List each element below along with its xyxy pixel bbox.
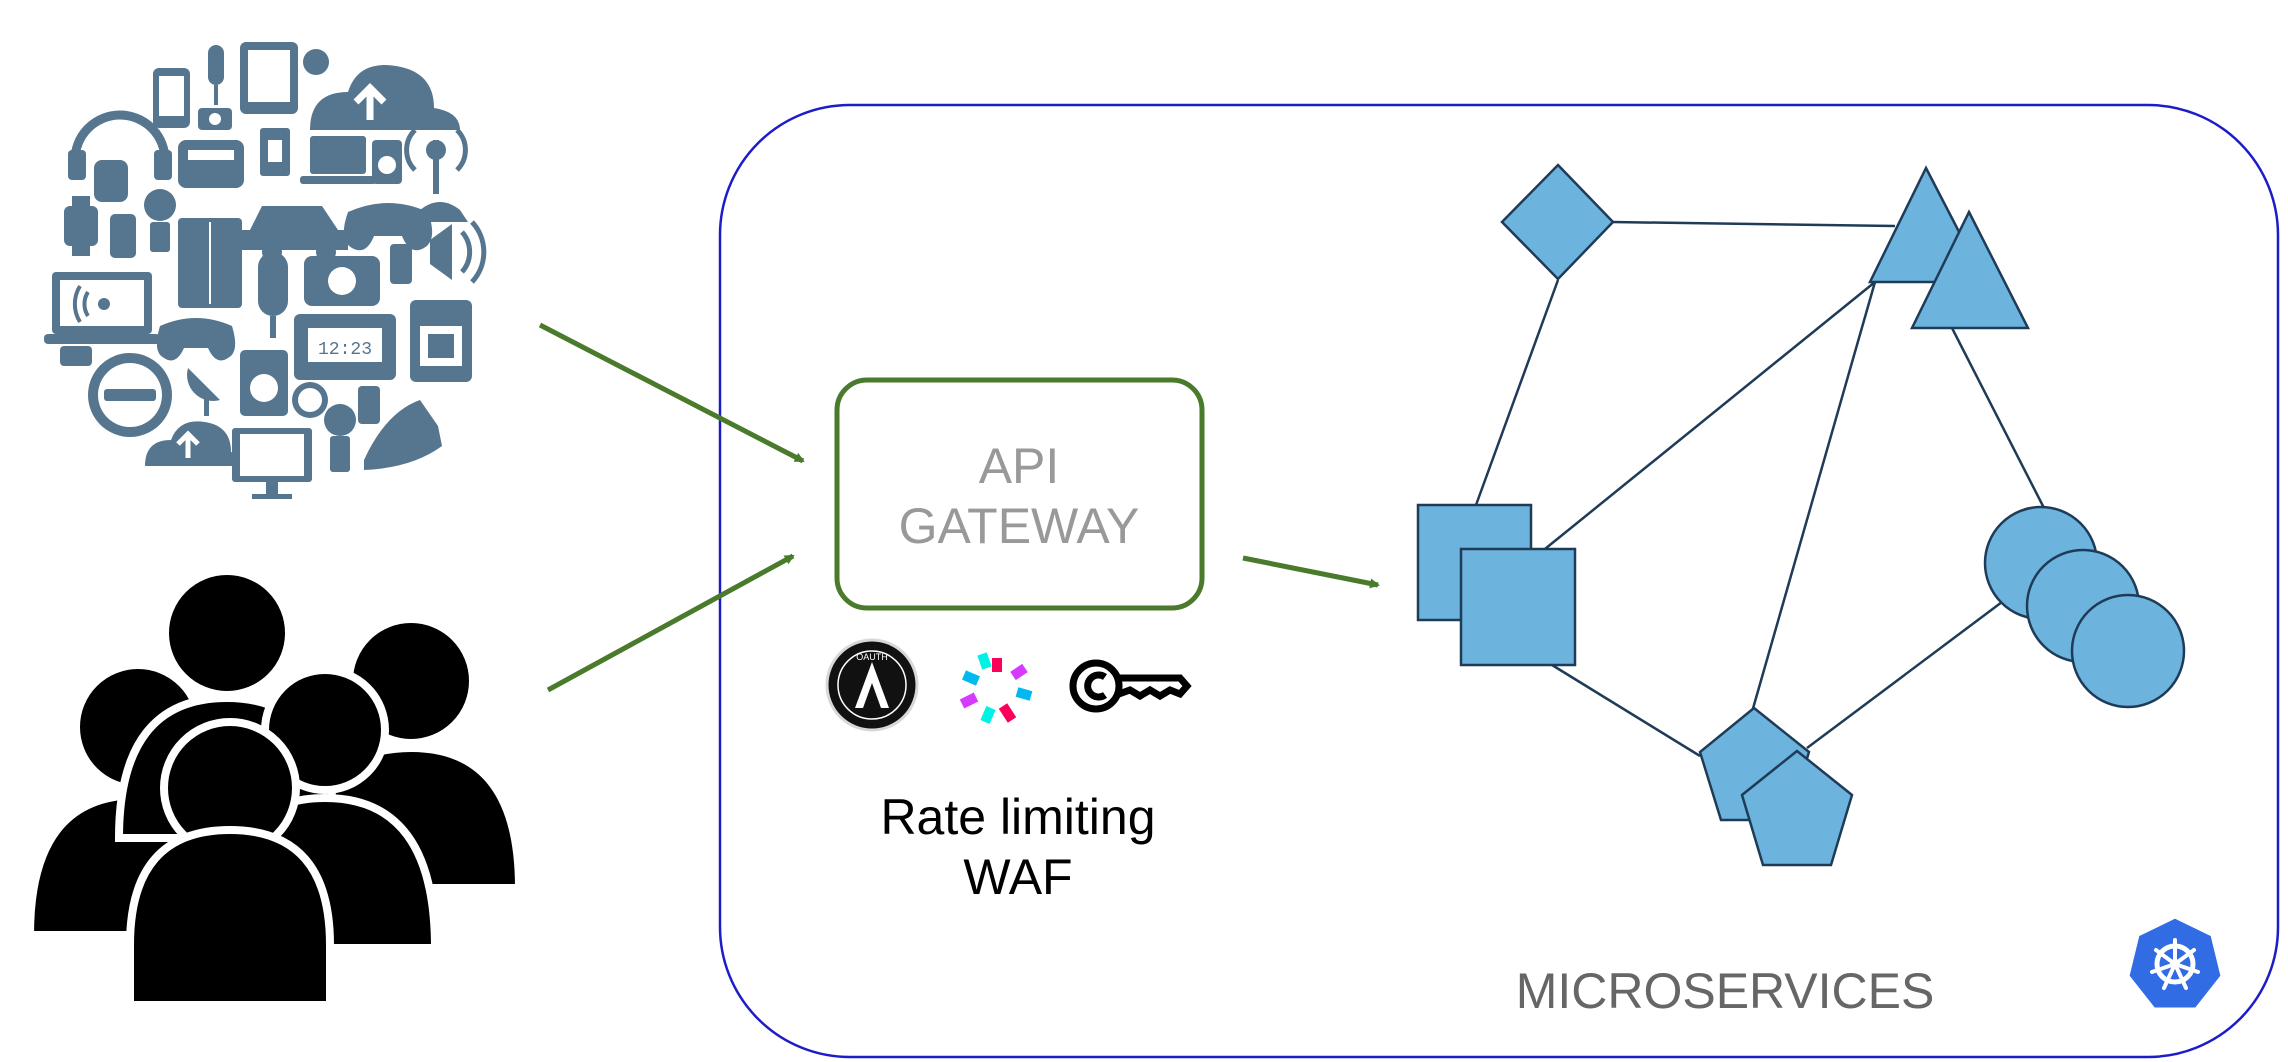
service-pentagons: [1698, 706, 1854, 867]
microservices-cluster-boundary: [718, 103, 2280, 1059]
rate-limiting-label: Rate limiting: [880, 789, 1155, 845]
iot-devices-icon: [44, 42, 487, 499]
api-gateway-label-line2: GATEWAY: [899, 498, 1140, 554]
jwt-logo-icon: [959, 652, 1033, 724]
api-gateway-label-line1: API: [979, 438, 1060, 494]
api-key-icon: [1069, 659, 1192, 713]
api-gateway-box: [834, 377, 1205, 611]
microservices-label: MICROSERVICES: [1516, 963, 1935, 1019]
kubernetes-icon: [2126, 915, 2224, 1011]
users-group-icon: [25, 567, 524, 1009]
service-diamond: [1500, 163, 1615, 281]
service-triangles: [1867, 165, 2031, 330]
arrow-iot-to-gateway: [538, 322, 805, 464]
waf-label: WAF: [963, 849, 1072, 905]
oauth-logo-icon: OAUTH: [825, 638, 919, 732]
meter-display-text: 12:23: [318, 340, 372, 360]
service-squares: [1416, 503, 1577, 667]
service-connections: [1474, 220, 2046, 758]
arrow-gateway-to-services: [1242, 555, 1380, 589]
arrow-users-to-gateway: [546, 553, 795, 693]
oauth-badge-text: OAUTH: [856, 652, 888, 662]
service-circles: [1983, 505, 2186, 709]
